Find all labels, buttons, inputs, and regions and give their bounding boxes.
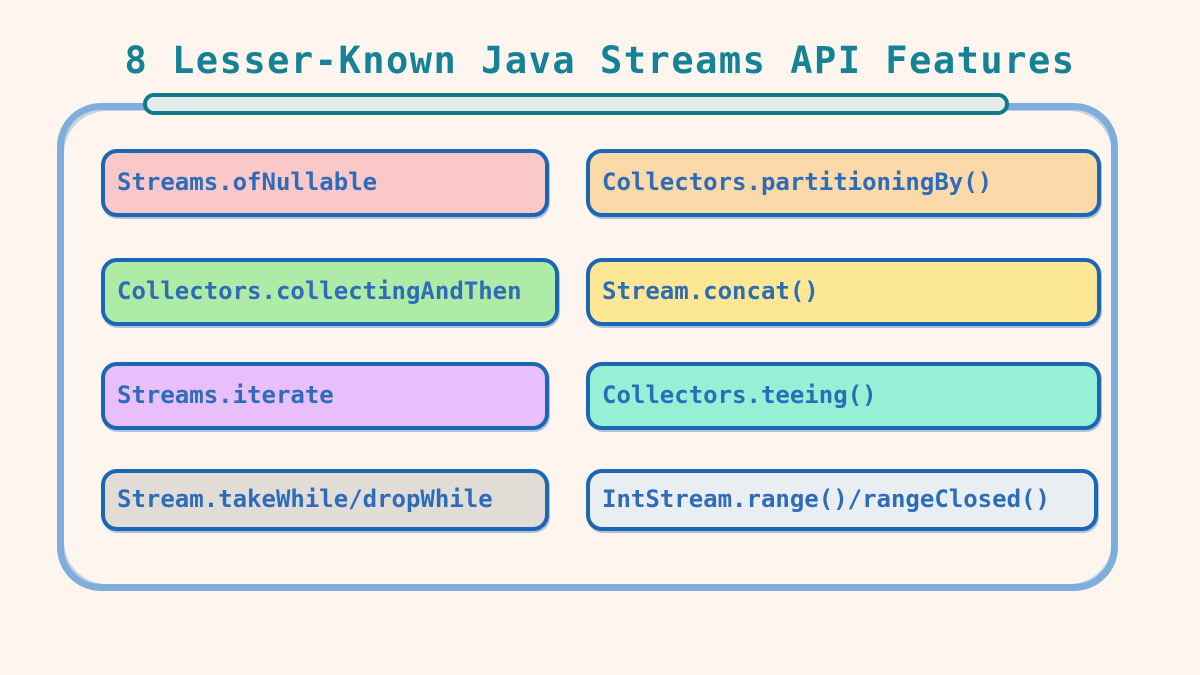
feature-card-label: Collectors.collectingAndThen <box>117 277 522 305</box>
feature-card-streams-ofnullable[interactable]: Streams.ofNullable <box>101 149 549 217</box>
feature-card-grid: Streams.ofNullable Collectors.collecting… <box>57 103 1118 591</box>
feature-card-label: Collectors.partitioningBy() <box>602 168 993 196</box>
feature-card-collectors-teeing[interactable]: Collectors.teeing() <box>586 362 1101 430</box>
feature-card-label: Collectors.teeing() <box>602 381 877 409</box>
top-accent-bar <box>143 93 1009 115</box>
feature-card-stream-takewhile-dropwhile[interactable]: Stream.takeWhile/dropWhile <box>101 469 549 531</box>
feature-card-label: Streams.ofNullable <box>117 168 378 196</box>
feature-card-label: Stream.concat() <box>602 277 819 305</box>
page-title: 8 Lesser-Known Java Streams API Features <box>124 38 1076 82</box>
feature-card-streams-iterate[interactable]: Streams.iterate <box>101 362 549 430</box>
feature-card-intstream-range-rangeclosed[interactable]: IntStream.range()/rangeClosed() <box>586 469 1098 531</box>
feature-card-collectors-collectingandthen[interactable]: Collectors.collectingAndThen <box>101 258 559 326</box>
feature-card-label: IntStream.range()/rangeClosed() <box>602 485 1050 513</box>
feature-card-label: Streams.iterate <box>117 381 334 409</box>
feature-card-label: Stream.takeWhile/dropWhile <box>117 485 493 513</box>
feature-card-stream-concat[interactable]: Stream.concat() <box>586 258 1101 326</box>
feature-card-collectors-partitioningby[interactable]: Collectors.partitioningBy() <box>586 149 1101 217</box>
